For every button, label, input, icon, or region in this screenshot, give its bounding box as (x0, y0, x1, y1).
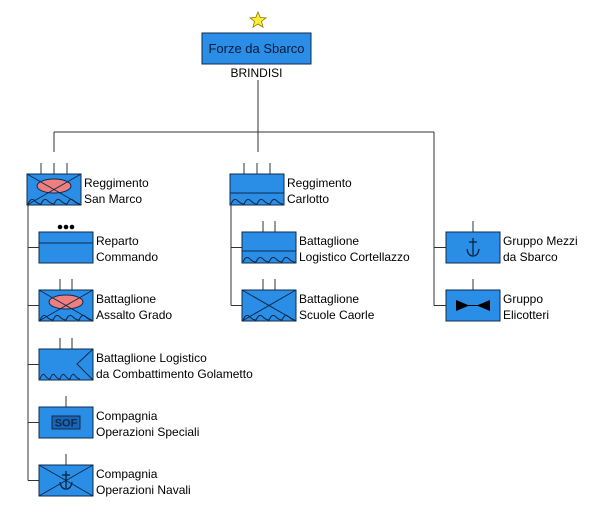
unit-label-line1: Gruppo (503, 292, 543, 306)
unit-label-line2: Operazioni Navali (96, 483, 191, 497)
wave-pattern (242, 256, 296, 263)
unit-label-line2: Elicotteri (503, 308, 549, 322)
star-icon (248, 10, 268, 29)
unit-da-combattimento-golametto[interactable]: Battaglione Logistico da Combattimento Go… (38, 338, 253, 381)
unit-da-sbarco[interactable]: Gruppo Mezzi da Sbarco (445, 221, 578, 264)
unit-label-line2: da Combattimento Golametto (96, 367, 253, 381)
unit-label-line1: Reggimento (84, 176, 149, 190)
unit-label-line1: Reparto (96, 234, 139, 248)
unit-label-line1: Compagnia (96, 467, 158, 481)
wave-pattern (27, 198, 81, 205)
unit-label-line2: da Sbarco (503, 250, 558, 264)
unit-symbol-box (38, 348, 94, 381)
platoon-dot (63, 224, 69, 230)
unit-label-line1: Reggimento (287, 176, 352, 190)
hq-box (201, 32, 312, 65)
infantry-cross (26, 173, 82, 206)
infantry-cross (38, 289, 94, 322)
unit-label-line1: Gruppo Mezzi (503, 234, 578, 248)
unit-label-line1: Battaglione Logistico (96, 351, 207, 365)
platoon-dot (69, 224, 75, 230)
unit-label-line2: Operazioni Speciali (96, 425, 199, 439)
wave-pattern (39, 373, 81, 380)
hq-name: Forze da Sbarco (208, 41, 304, 56)
wave-pattern (230, 198, 284, 205)
connector-lines (27, 80, 446, 481)
unit-symbol-box (38, 231, 94, 264)
unit-label-line2: Assalto Grado (96, 308, 172, 322)
sof-badge (51, 415, 81, 430)
unit-label-line1: Battaglione (299, 234, 359, 248)
platoon-dot (57, 224, 63, 230)
anchor-arms (59, 481, 73, 490)
unit-label-line2: Scuole Caorle (299, 308, 375, 322)
amphibious-oval (36, 178, 72, 194)
unit-label-line2: Logistico Cortellazzo (299, 250, 410, 264)
unit-label-line1: Compagnia (96, 409, 158, 423)
unit-label-line1: Battaglione (299, 292, 359, 306)
infantry-cross (241, 289, 297, 322)
unit-label-line1: Battaglione (96, 292, 156, 306)
hq-node[interactable]: Forze da Sbarco BRINDISI (201, 10, 312, 80)
wave-pattern (242, 314, 296, 321)
unit-label-line2: San Marco (84, 192, 142, 206)
sof-badge-text: SOF (55, 418, 78, 430)
anchor-icon (59, 471, 73, 490)
anchor-arms (466, 248, 480, 257)
logistics-notch (76, 348, 94, 381)
wave-pattern (39, 314, 93, 321)
unit-label-line2: Carlotto (287, 192, 329, 206)
helicopter-bowtie-icon (456, 300, 490, 311)
unit-label-line2: Commando (96, 250, 158, 264)
hq-location: BRINDISI (230, 66, 282, 80)
anchor-icon (466, 238, 480, 257)
amphibious-oval (48, 294, 84, 310)
